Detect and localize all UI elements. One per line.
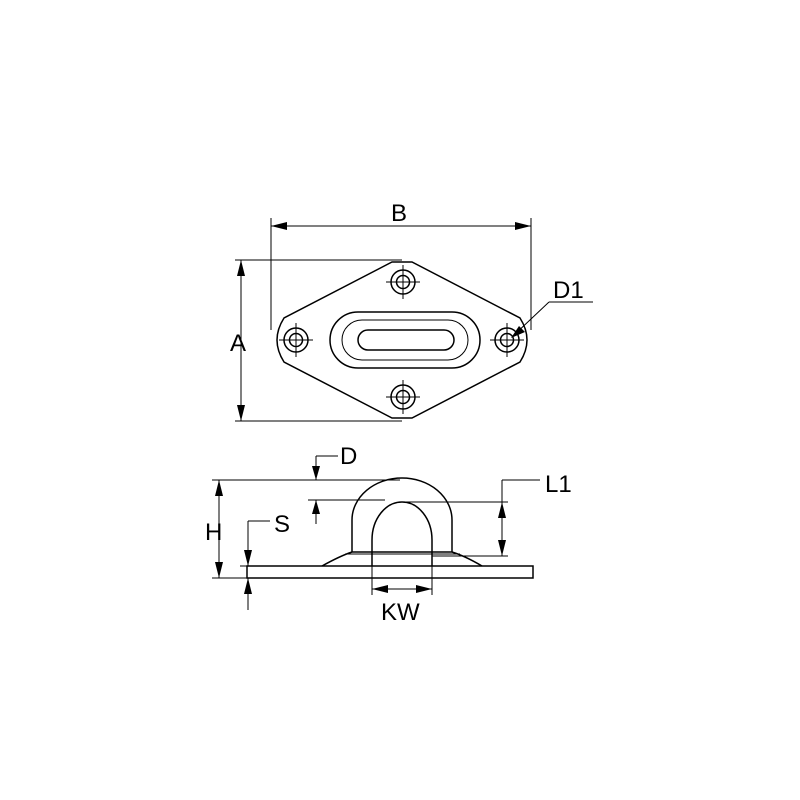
label-d: D [340,443,357,470]
label-b: B [391,200,407,227]
plate-outline [276,261,528,419]
dimension-s: S [240,511,290,610]
slot-inner [357,329,455,351]
dimension-d: D [308,443,385,524]
base-plate [246,565,534,579]
slot-outer [329,311,481,369]
hole-left [279,323,313,357]
slot-middle [341,319,469,361]
dimension-b: B [270,200,532,330]
label-a: A [230,330,246,357]
label-d1: D1 [553,277,584,304]
hole-right [490,323,524,357]
dimension-a: A [230,259,402,422]
weld-fillet [321,551,483,567]
dimension-kw: KW [371,566,433,626]
top-view: B A D1 [230,200,593,422]
dimension-l1: L1 [402,471,572,557]
dimension-d1: D1 [511,277,593,338]
hole-bottom [386,380,420,414]
label-s: S [274,511,290,538]
label-l1: L1 [545,471,572,498]
eye-loop-inner [371,501,433,566]
dimension-h: H [205,479,400,579]
side-view: H S D [205,443,572,626]
label-kw: KW [381,599,420,626]
hole-top [386,265,420,299]
label-h: H [205,519,222,546]
eye-loop-outer [351,477,453,552]
